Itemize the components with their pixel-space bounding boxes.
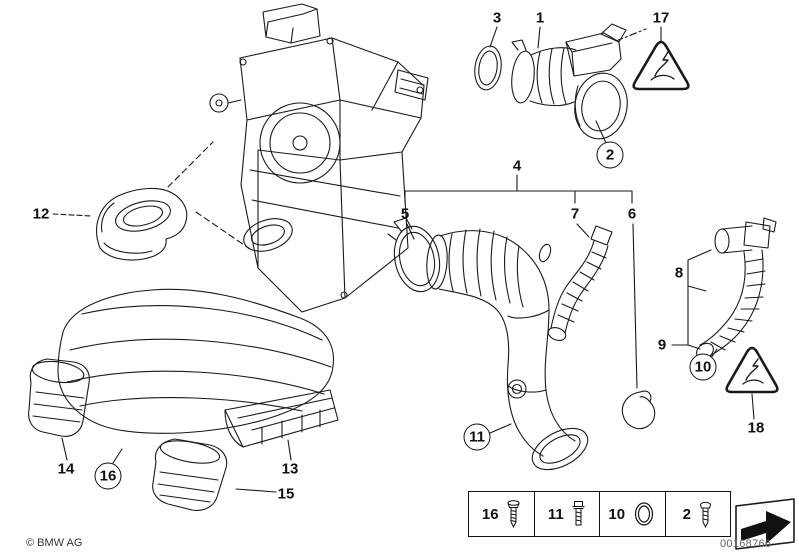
intake-elbow-drawing — [96, 187, 188, 261]
esd-warning-triangle-icon — [632, 40, 690, 91]
legend-item-2[interactable]: 2 — [666, 492, 731, 536]
fasteners-legend: 16 11 10 2 — [468, 491, 731, 537]
tapping-screw-icon — [699, 501, 711, 528]
legend-item-10[interactable]: 10 — [600, 492, 666, 536]
legend-item-label: 16 — [481, 505, 499, 523]
callout-13[interactable]: 13 — [281, 460, 299, 478]
callout-1[interactable]: 1 — [535, 9, 545, 27]
callout-7[interactable]: 7 — [570, 205, 580, 223]
legend-item-label: 10 — [608, 505, 626, 523]
callout-17[interactable]: 17 — [652, 9, 670, 27]
callout-16[interactable]: 16 — [94, 462, 122, 490]
o-ring-drawing — [474, 45, 502, 91]
air-duct-bottom-drawing — [152, 438, 228, 511]
air-duct-left-drawing — [28, 358, 90, 437]
air-filter-housing-drawing — [209, 3, 429, 313]
intake-boot-drawing — [426, 228, 589, 471]
callout-4[interactable]: 4 — [512, 157, 522, 175]
callout-2[interactable]: 2 — [596, 141, 624, 169]
torx-screw-icon — [507, 500, 520, 528]
callout-8[interactable]: 8 — [674, 264, 684, 282]
legend-item-16[interactable]: 16 — [469, 492, 535, 536]
wire-clip-drawing — [621, 390, 656, 430]
callout-5[interactable]: 5 — [400, 205, 410, 223]
direction-arrow-icon — [735, 498, 795, 550]
callout-15[interactable]: 15 — [277, 485, 295, 503]
legend-item-11[interactable]: 11 — [535, 492, 600, 536]
legend-item-label: 11 — [547, 505, 564, 523]
leader-lines — [52, 26, 755, 493]
callout-18[interactable]: 18 — [747, 419, 765, 437]
legend-item-label: 2 — [682, 505, 691, 523]
o-ring-icon — [634, 502, 654, 526]
callout-12[interactable]: 12 — [32, 205, 50, 223]
resonator-duct-drawing — [57, 288, 339, 448]
image-number-text: 00168766 — [720, 538, 772, 550]
callout-9[interactable]: 9 — [657, 336, 667, 354]
callout-14[interactable]: 14 — [57, 460, 75, 478]
bmw-copyright-text: © BMW AG — [26, 537, 83, 549]
callout-6[interactable]: 6 — [627, 205, 637, 223]
callout-10[interactable]: 10 — [689, 353, 717, 381]
maf-sensor-drawing — [511, 23, 628, 140]
hex-bolt-icon — [572, 501, 585, 526]
callout-3[interactable]: 3 — [492, 9, 502, 27]
callout-11[interactable]: 11 — [463, 423, 491, 451]
esd-warning-triangle-icon — [725, 346, 779, 394]
breather-hose-drawing — [547, 225, 613, 341]
vent-hose-drawing — [696, 217, 777, 360]
